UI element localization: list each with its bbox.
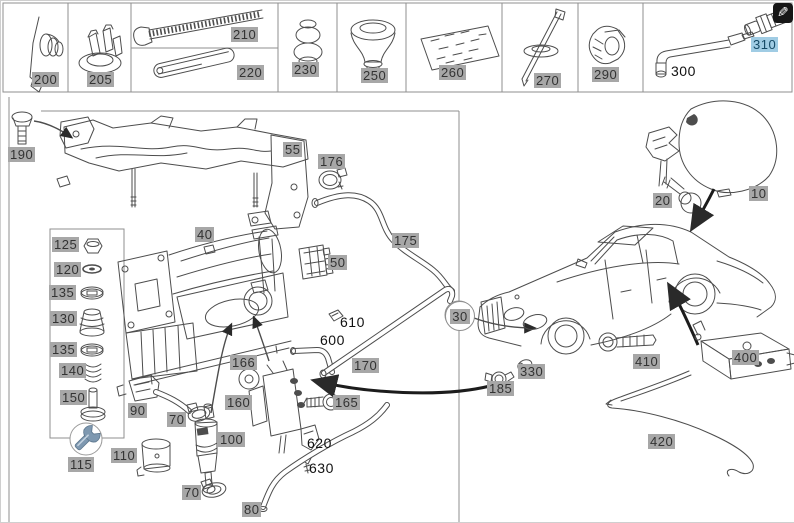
part-label-630[interactable]: 630	[309, 460, 334, 476]
part-label-135[interactable]: 135	[49, 285, 77, 300]
part-label-30-circle[interactable]: 30	[445, 301, 475, 331]
part-drawing-270	[521, 8, 566, 87]
part-label-30[interactable]: 30	[450, 308, 470, 324]
part-label-610[interactable]: 610	[340, 314, 365, 330]
part-label-420[interactable]: 420	[648, 434, 676, 449]
part-label-175[interactable]: 175	[392, 233, 420, 248]
part-label-620[interactable]: 620	[307, 435, 332, 451]
clamp-70-upper	[186, 402, 211, 422]
arrow-to-compressor-right	[252, 315, 270, 362]
part-drawing-220	[153, 47, 235, 78]
part-label-410[interactable]: 410	[633, 354, 661, 369]
part-label-270[interactable]: 270	[534, 73, 562, 88]
part-label-290[interactable]: 290	[592, 67, 620, 82]
part-label-230[interactable]: 230	[292, 62, 320, 77]
part-label-80[interactable]: 80	[242, 502, 262, 517]
filter-dryer-100	[194, 403, 218, 494]
part-drawing-260	[420, 25, 500, 71]
pencil-edit-icon: ✎	[777, 3, 789, 20]
arrow-185-to-valve	[310, 374, 491, 398]
canister-110	[136, 438, 171, 477]
part-label-20[interactable]: 20	[653, 193, 673, 208]
bracket-90	[116, 374, 192, 414]
part-label-400[interactable]: 400	[732, 350, 760, 365]
part-label-110[interactable]: 110	[111, 448, 138, 463]
wrench-icon	[69, 422, 103, 456]
part-label-55[interactable]: 55	[283, 142, 303, 157]
part-label-130[interactable]: 130	[50, 311, 78, 326]
part-drawing-300	[655, 31, 755, 78]
clamp-70-lower	[200, 478, 227, 498]
bracket-620	[300, 424, 320, 451]
part-drawing-190	[11, 111, 74, 145]
part-label-40[interactable]: 40	[195, 227, 215, 242]
part-label-210[interactable]: 210	[231, 27, 259, 42]
part-label-176[interactable]: 176	[318, 154, 346, 169]
part-drawing-290	[588, 25, 626, 65]
part-label-190[interactable]: 190	[8, 147, 36, 162]
part-label-310[interactable]: 310	[751, 37, 779, 52]
part-label-70-2[interactable]: 70	[182, 485, 202, 500]
part-label-260[interactable]: 260	[439, 65, 467, 80]
part-label-160[interactable]: 160	[225, 395, 253, 410]
part-label-250[interactable]: 250	[361, 68, 389, 83]
clip-610	[328, 309, 344, 322]
part-label-330[interactable]: 330	[518, 364, 546, 379]
part-label-185[interactable]: 185	[487, 381, 515, 396]
part-label-205[interactable]: 205	[87, 72, 115, 87]
arrow-to-compressor-left	[210, 322, 233, 414]
part-label-90[interactable]: 90	[128, 403, 148, 418]
part-label-200[interactable]: 200	[32, 72, 60, 87]
part-label-140[interactable]: 140	[59, 363, 87, 378]
compressor-assembly	[117, 225, 292, 386]
part-label-166[interactable]: 166	[230, 355, 258, 370]
subframe-bracket	[56, 115, 309, 230]
fastener-stack	[49, 228, 125, 439]
pipe-420	[605, 370, 754, 477]
part-label-170[interactable]: 170	[352, 358, 380, 373]
part-label-50[interactable]: 50	[328, 255, 348, 270]
part-label-135-2[interactable]: 135	[50, 342, 78, 357]
part-label-150[interactable]: 150	[60, 390, 88, 405]
part-label-10[interactable]: 10	[749, 186, 769, 201]
part-label-100[interactable]: 100	[218, 432, 246, 447]
part-label-600[interactable]: 600	[320, 332, 345, 348]
bolt-410	[598, 332, 657, 352]
part-drawing-210	[133, 9, 264, 46]
part-label-115[interactable]: 115	[68, 457, 95, 472]
edit-pencil-button[interactable]: ✎	[773, 3, 793, 23]
part-label-125[interactable]: 125	[52, 237, 80, 252]
part-label-120[interactable]: 120	[54, 262, 82, 277]
part-label-165[interactable]: 165	[333, 395, 361, 410]
arrow-30-to-car	[473, 317, 537, 334]
part-label-220[interactable]: 220	[237, 65, 265, 80]
hose-600	[290, 346, 335, 375]
part-label-300[interactable]: 300	[671, 63, 696, 79]
part-label-70[interactable]: 70	[167, 412, 187, 427]
arrow-tank-to-car	[689, 188, 716, 233]
